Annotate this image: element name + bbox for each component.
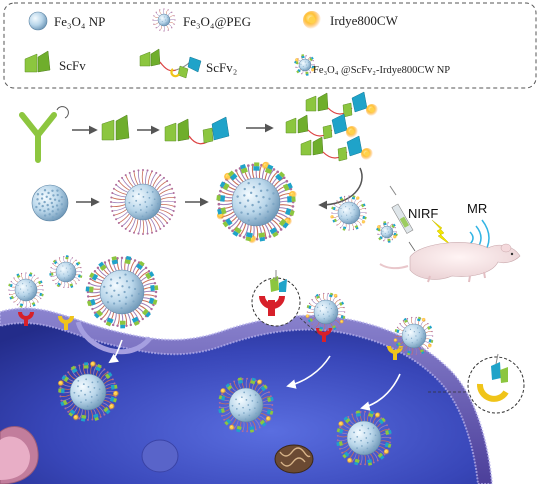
legend-label-peg: Fe₃O₄@PEG (183, 14, 251, 29)
conjugate-np-large (216, 161, 298, 244)
legend-item-conjugate: Fe₃O₄ @ScFv₂-Irdye800CW NP (294, 54, 450, 76)
internal-np-3 (336, 410, 392, 466)
surface-np-2 (49, 255, 83, 288)
conjugate-np-injection-1 (330, 195, 367, 231)
scfv2-dye-1 (305, 91, 378, 118)
mitochondrion-icon (274, 444, 314, 474)
legend-item-scfv: ScFv (24, 50, 86, 73)
internalization-arrows (108, 339, 401, 411)
fe3o4-peg-icon (152, 8, 176, 32)
surface-np-4 (305, 292, 346, 332)
scfv-production-row (19, 91, 378, 163)
surface-np-5 (393, 316, 434, 356)
scfv-linker-icon (164, 116, 230, 145)
scfv2-dye-3 (300, 135, 373, 162)
legend-item-dye: Irdye800CW (303, 11, 399, 29)
bare-np-icon (31, 184, 69, 222)
nanoparticle-synthesis-row (31, 161, 298, 244)
arrow-curve-to-conjugation (318, 167, 363, 210)
in-vivo-imaging: NIRF MR (330, 185, 521, 283)
legend: Fe₃O₄ NP Fe₃O₄@PEG Irdye800CW ScFv (3, 2, 537, 89)
lightning-icon (431, 219, 453, 247)
surface-np-3 (85, 255, 159, 329)
scfv-icon (24, 50, 51, 73)
nirf-label: NIRF (408, 206, 438, 221)
vesicle-icon (141, 439, 179, 473)
conjugate-large-body (216, 161, 298, 244)
peg-np-chains (110, 169, 176, 235)
syringe-icon (389, 185, 416, 252)
zoom-inset-receptor (251, 270, 319, 335)
surface-np-1 (8, 272, 44, 308)
mr-label: MR (467, 201, 487, 216)
scfv-fragment-icon (101, 114, 130, 141)
conjugate-small (294, 54, 316, 76)
fe3o4-np-icon (28, 11, 48, 31)
inj-np-body-1 (330, 195, 367, 231)
peg-np-icon (110, 169, 176, 235)
lysosome-icon (0, 426, 39, 484)
legend-item-np: Fe₃O₄ NP (28, 11, 105, 31)
inj-np-body-2 (376, 221, 398, 243)
cell-scene (0, 255, 525, 484)
legend-label-scfv2: ScFv₂ (206, 60, 237, 75)
antibody-icon (19, 106, 69, 163)
endocytosis-pit (75, 321, 152, 355)
scfv2-icon (139, 48, 202, 79)
legend-label-dye: Irdye800CW (330, 13, 399, 28)
conjugate-np-icon (294, 54, 316, 76)
mouse-icon (379, 242, 521, 283)
legend-label-conjugate: Fe₃O₄ @ScFv₂-Irdye800CW NP (313, 65, 450, 76)
legend-label-scfv: ScFv (59, 58, 86, 73)
internal-np-1 (58, 361, 120, 422)
legend-item-peg: Fe₃O₄@PEG (152, 8, 251, 32)
internal-np-2 (218, 377, 274, 433)
legend-label-np: Fe₃O₄ NP (54, 14, 105, 29)
legend-item-scfv2: ScFv₂ (139, 48, 237, 79)
conjugate-np-injection-2 (376, 221, 398, 243)
zoom-inset-binding (428, 353, 525, 414)
scfv2-dye-2 (285, 113, 358, 140)
peg-chains (152, 8, 176, 32)
scfv2-dye-group (285, 91, 378, 162)
